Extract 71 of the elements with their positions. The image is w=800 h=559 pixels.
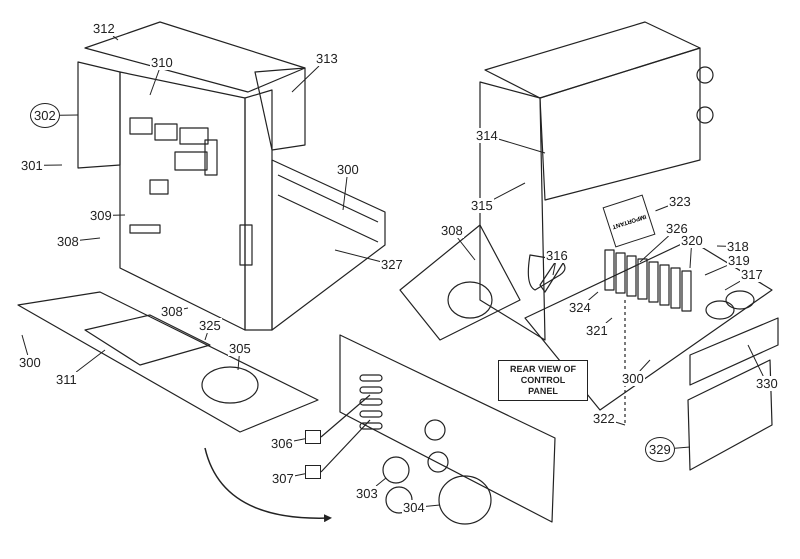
leader-line (704, 265, 728, 276)
callout-number: 305 (228, 341, 252, 356)
leader-line (43, 164, 62, 166)
leader-line (59, 114, 78, 116)
leader-line (79, 238, 100, 241)
callout-number: 300 (336, 162, 360, 177)
leader-line (204, 332, 208, 340)
leader-line (425, 504, 440, 507)
leader-line (716, 246, 726, 247)
leader-line (674, 446, 690, 449)
leader-line (655, 206, 668, 212)
callout-number: 308 (160, 304, 184, 319)
leader-line (376, 478, 386, 486)
leader-line (615, 422, 626, 426)
callout-number: 320 (680, 233, 704, 248)
callout-number: 301 (20, 158, 44, 173)
circled-callout-number: 329 (645, 437, 675, 462)
callout-number: 306 (270, 436, 294, 451)
leader-line (639, 360, 650, 372)
circled-callout-number: 302 (30, 103, 60, 128)
callout-number: 312 (92, 21, 116, 36)
callout-number: 325 (198, 318, 222, 333)
leader-line (22, 334, 28, 356)
callout-number: 323 (668, 194, 692, 209)
leader-line (293, 438, 306, 442)
leader-line (334, 250, 380, 262)
callout-number: 311 (55, 372, 78, 387)
callout-number: 308 (440, 223, 464, 238)
callout-number: 317 (740, 267, 764, 282)
callout-number: 318 (726, 239, 750, 254)
leader-line (342, 176, 348, 210)
view-note-box: REAR VIEW OF CONTROL PANEL (498, 360, 588, 401)
leader-line (498, 138, 546, 154)
callout-number: 303 (355, 486, 379, 501)
callout-number: 322 (592, 411, 616, 426)
callout-number: 300 (18, 355, 42, 370)
callout-number: 309 (89, 208, 113, 223)
switch-part (305, 430, 321, 444)
leader-line (112, 214, 126, 216)
callout-number: 327 (380, 257, 404, 272)
leader-line (552, 262, 556, 276)
callout-number: 304 (402, 500, 426, 515)
leader-line (640, 236, 670, 262)
callout-number: 314 (475, 128, 499, 143)
callout-number: 310 (150, 55, 174, 70)
callout-number: 307 (271, 471, 295, 486)
leader-line (748, 344, 764, 376)
callout-number: 315 (470, 198, 494, 213)
callout-number: 313 (315, 51, 339, 66)
leader-line (493, 182, 526, 200)
leader-line (112, 36, 118, 40)
leader-line (457, 238, 476, 260)
leader-line (605, 318, 612, 324)
callout-number: 324 (568, 300, 592, 315)
callout-number: 300 (621, 371, 645, 386)
callout-number: 330 (755, 376, 779, 391)
leader-line (150, 70, 160, 96)
leader-line (238, 356, 240, 370)
leader-line (183, 308, 188, 310)
leader-line (588, 292, 598, 300)
callout-number: 326 (665, 221, 689, 236)
leader-line (724, 280, 740, 290)
leader-line (76, 350, 106, 372)
callout-number: 308 (56, 234, 80, 249)
switch-part (305, 465, 321, 479)
leader-line (690, 248, 692, 268)
leader-line (292, 66, 320, 92)
callout-number: 321 (585, 323, 609, 338)
callout-number: 319 (727, 253, 751, 268)
leader-line (294, 473, 306, 476)
callout-number: 316 (545, 248, 569, 263)
